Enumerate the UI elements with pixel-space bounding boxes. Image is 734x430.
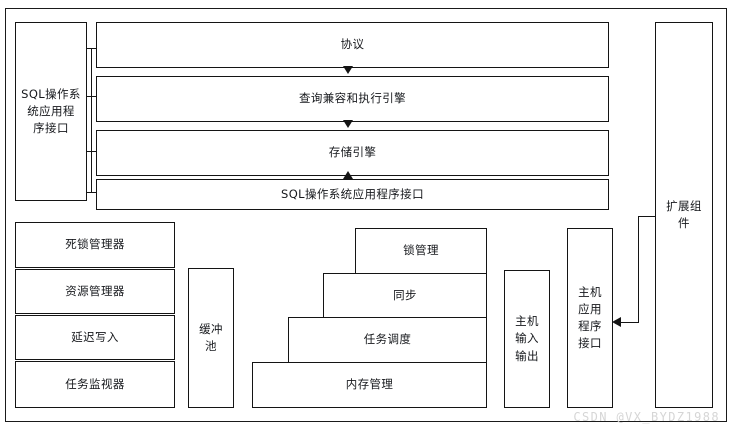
manager-box-task-monitor: 任务监视器 [15,361,175,408]
staircase-label-sync: 同步 [393,287,417,302]
staircase-box-memory-management: 内存管理 [252,362,487,408]
arrow-sqlapi-to-storage-icon [343,171,353,179]
manager-label-resource: 资源管理器 [65,283,125,298]
host-app-api-box: 主机 应用 程序 接口 [567,228,613,408]
sql-os-api-sidebar-label: SQL操作系 统应用程 序接口 [21,86,81,136]
manager-box-deadlock: 死锁管理器 [15,222,175,268]
host-io-box: 主机 输入 输出 [504,270,550,408]
manager-label-deadlock: 死锁管理器 [65,237,125,252]
staircase-label-memory-management: 内存管理 [345,377,394,392]
manager-box-delayed-write: 延迟写入 [15,315,175,360]
host-app-api-label: 主机 应用 程序 接口 [578,284,602,351]
host-io-label: 主机 输入 输出 [515,314,539,363]
extension-connector-bottom-segment [621,322,639,324]
staircase-box-lock-management: 锁管理 [355,228,487,274]
manager-label-delayed-write: 延迟写入 [71,329,119,344]
staircase-label-lock-management: 锁管理 [403,243,439,258]
layer-label-query-engine: 查询兼容和执行引擎 [298,91,407,106]
extension-connector-top-segment [638,216,656,218]
staircase-box-task-scheduling: 任务调度 [288,317,487,363]
layer-box-sql-os-api: SQL操作系统应用程序接口 [96,179,609,210]
buffer-pool-label: 缓冲 池 [199,321,223,353]
buffer-pool-box: 缓冲 池 [188,268,234,408]
layer-box-protocol: 协议 [96,22,609,68]
manager-label-task-monitor: 任务监视器 [65,376,125,391]
staircase-box-sync: 同步 [323,273,487,318]
arrow-protocol-to-query-icon [343,66,353,74]
staircase-label-task-scheduling: 任务调度 [363,332,412,347]
watermark-text: CSDN @VX_BYDZ1988 [573,410,720,424]
layer-label-protocol: 协议 [340,37,365,52]
layer-label-sql-os-api: SQL操作系统应用程序接口 [281,186,424,201]
extension-to-host-api-arrow-icon [612,317,621,327]
sql-os-api-sidebar-box: SQL操作系 统应用程 序接口 [15,22,87,201]
arrow-query-to-storage-icon [343,120,353,128]
connector-stub-sql-api [87,192,97,194]
connector-spine [91,48,93,193]
layer-label-storage-engine: 存储引擎 [328,145,377,160]
extension-component-label: 扩展组 件 [666,198,702,230]
extension-component-box: 扩展组 件 [655,22,713,408]
manager-box-resource: 资源管理器 [15,269,175,314]
extension-connector-vertical-segment [638,216,640,323]
layer-box-storage-engine: 存储引擎 [96,130,609,176]
layer-box-query-engine: 查询兼容和执行引擎 [96,76,609,122]
